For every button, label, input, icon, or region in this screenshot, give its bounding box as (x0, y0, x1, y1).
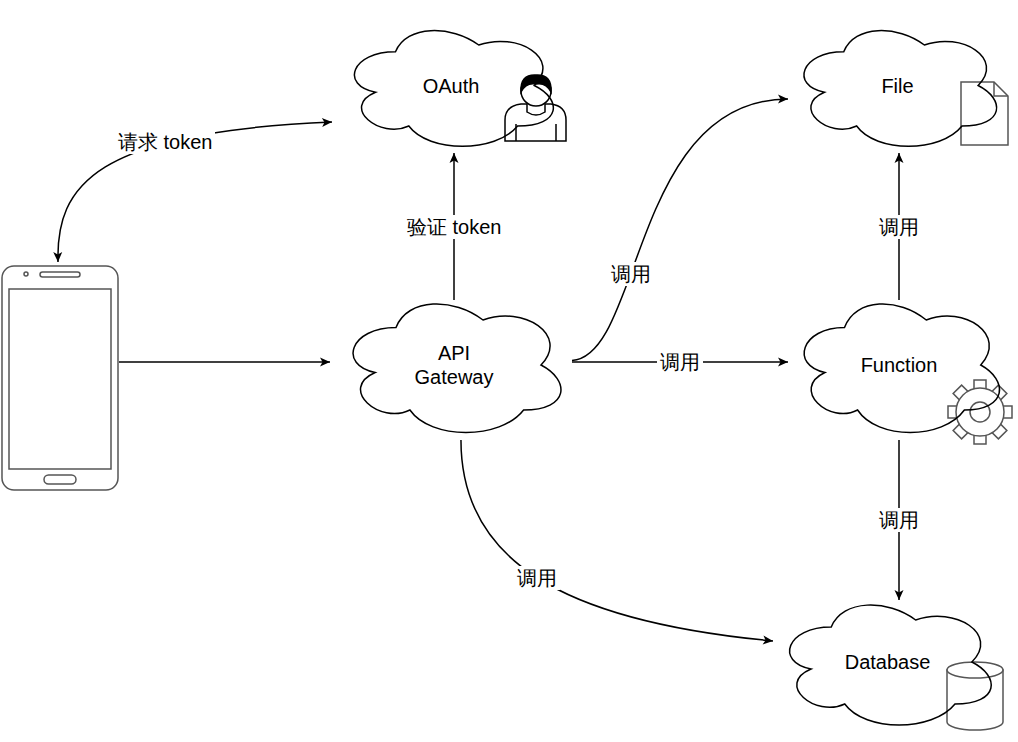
node-label: Function (861, 353, 938, 377)
connector (572, 99, 788, 361)
node-label: API Gateway (404, 341, 504, 389)
edge-label: 调用 (514, 566, 560, 590)
gear-icon (948, 380, 1012, 444)
phone-arrow (119, 361, 330, 363)
token-request-arrow (58, 122, 332, 262)
cloud-node: Function (790, 290, 1008, 440)
edge-label: 调用 (608, 262, 654, 286)
cloud-outline (338, 290, 570, 440)
flow-label: 请求 token (115, 130, 215, 154)
node-label: Database (845, 650, 931, 674)
cloud-node: File (790, 18, 1005, 153)
cloud-node: OAuth (340, 18, 562, 153)
database-icon (947, 662, 1003, 730)
connector (461, 440, 773, 641)
node-label: OAuth (423, 74, 480, 98)
phone-illustration (2, 266, 118, 490)
edge-label: 调用 (657, 350, 703, 374)
edge-label: 验证 token (404, 215, 504, 239)
edge-label: 调用 (876, 215, 922, 239)
node-label: File (881, 74, 913, 98)
file-icon (961, 82, 1008, 145)
edge-label: 调用 (876, 508, 922, 532)
cloud-node: Database (775, 592, 1000, 732)
cloud-node: API Gateway (338, 290, 570, 440)
